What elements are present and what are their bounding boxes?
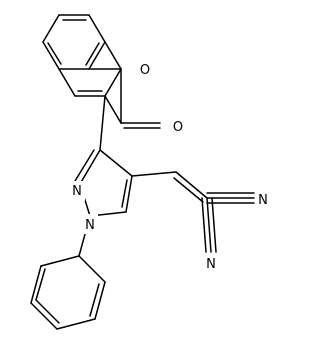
- bond: [58, 68, 76, 97]
- bond: [104, 68, 122, 97]
- bond: [79, 149, 101, 185]
- bond: [104, 41, 122, 70]
- bond: [30, 302, 58, 330]
- bond: [88, 41, 106, 70]
- bond: [30, 265, 42, 304]
- bond: [85, 42, 100, 66]
- structure-canvas: O O N N N N: [30, 14, 273, 330]
- carbonyl-oxygen-label: O: [173, 120, 183, 135]
- bond: [35, 299, 60, 324]
- bond: [56, 318, 96, 330]
- bond: [78, 255, 106, 283]
- nitrile-n-upper-bg: [255, 189, 273, 209]
- bond: [35, 268, 46, 301]
- bond: [74, 149, 95, 182]
- bond: [88, 14, 106, 43]
- carbonyl-oxygen-bg: [170, 116, 186, 136]
- pyrazole-n2-label: N: [72, 184, 82, 199]
- dicyanovinyl-group: [131, 171, 255, 253]
- bond: [206, 197, 212, 253]
- bond: [173, 177, 204, 203]
- bond: [175, 171, 208, 199]
- bond: [125, 175, 133, 213]
- benzo-ring: [42, 14, 106, 70]
- pyrazole-n1-bg: [82, 214, 98, 234]
- bond: [201, 197, 207, 253]
- bond: [104, 95, 122, 124]
- bond: [121, 179, 128, 208]
- bond: [131, 171, 177, 177]
- bond: [99, 149, 133, 177]
- bond: [42, 41, 60, 70]
- phenyl-ring: [30, 215, 106, 330]
- bond: [99, 95, 106, 151]
- bond: [94, 281, 106, 320]
- bond: [40, 255, 80, 267]
- nitrile-n-lower-bg: [203, 253, 221, 273]
- bond: [89, 283, 100, 317]
- pyrazole-n1-label: N: [85, 218, 95, 233]
- ring-oxygen-label: O: [140, 63, 150, 78]
- bond: [42, 14, 60, 43]
- pyranone-ring: [58, 41, 161, 129]
- bond: [211, 197, 217, 253]
- bond: [47, 42, 62, 65]
- nitrile-n-upper-label: N: [258, 193, 268, 208]
- ring-oxygen-bg: [137, 59, 153, 79]
- nitrile-n-lower-label: N: [206, 257, 216, 272]
- molecule-structure: O O N N N N: [30, 14, 273, 330]
- pyrazole-n2-bg: [69, 181, 85, 201]
